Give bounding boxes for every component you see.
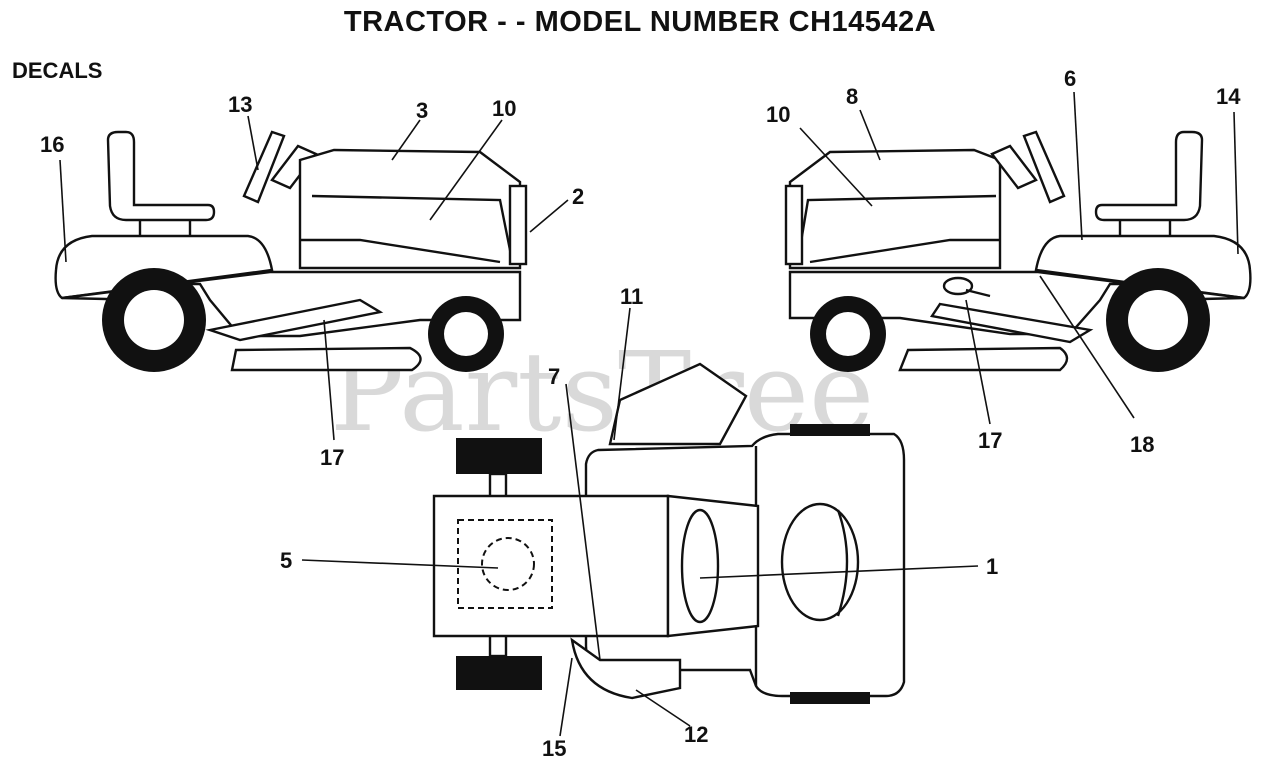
callout-16: 16 (40, 132, 64, 157)
callout-18: 18 (1130, 432, 1154, 457)
callout-11: 11 (620, 284, 643, 309)
callout-10-right: 10 (766, 102, 790, 127)
tractor-right-side-view (784, 91, 1252, 425)
callout-3: 3 (416, 98, 428, 123)
callout-2: 2 (572, 184, 584, 209)
diagram-title: TRACTOR - - MODEL NUMBER CH14542A (343, 6, 937, 38)
callout-14: 14 (1216, 84, 1241, 109)
callout-1: 1 (986, 554, 998, 579)
tractor-top-view (301, 307, 979, 737)
callout-5: 5 (280, 548, 292, 573)
callout-12: 12 (684, 722, 708, 747)
callout-7: 7 (548, 364, 560, 389)
callout-17-left: 17 (320, 445, 344, 470)
tractor-left-side-view (54, 115, 569, 441)
callout-8: 8 (846, 84, 858, 109)
callout-15: 15 (542, 736, 566, 761)
callout-6: 6 (1064, 66, 1076, 91)
callout-17-right: 17 (978, 428, 1002, 453)
callout-10-left: 10 (492, 96, 516, 121)
section-label: DECALS (12, 58, 103, 83)
callout-13: 13 (228, 92, 252, 117)
